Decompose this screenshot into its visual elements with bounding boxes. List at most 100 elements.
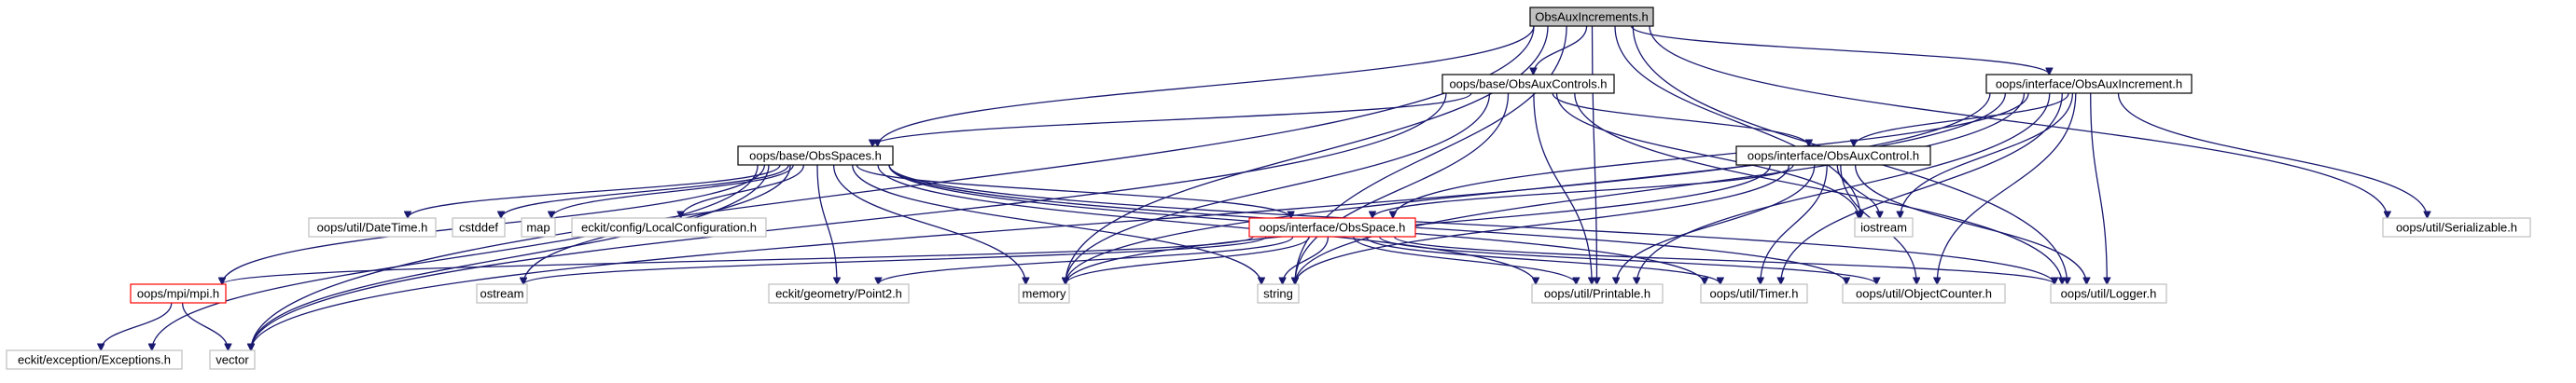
edge-iface_obsauxincrement-to-iface_obsauxcontrol [1854, 92, 2069, 146]
edge-obsauxcontrols-to-iface_obsauxcontrol [1552, 92, 1809, 146]
edge-iface_obsauxincrement-to-serializable [2117, 92, 2428, 218]
edge-iface_obsauxcontrol-to-memory [1065, 164, 1771, 284]
node-box-ostream [476, 283, 528, 304]
node-box-serializable [2382, 217, 2531, 238]
edge-iface_obsspace-to-timer [1365, 236, 1720, 284]
edge-obsspaces-to-iface_obsspace [856, 164, 1290, 218]
edge-root-to-printable [1591, 25, 1597, 284]
node-label-cstddef: cstddef [459, 221, 498, 235]
edge-iface_obsauxcontrol-to-string [1295, 164, 1790, 284]
node-memory: memory [1018, 283, 1070, 304]
node-label-string: string [1263, 287, 1293, 301]
edge-iface_obsauxincrement-to-string [1295, 92, 2026, 284]
edge-iface_obsspace-to-mpi [222, 236, 1254, 285]
node-label-datetime: oops/util/DateTime.h [317, 221, 428, 235]
node-iostream: iostream [1854, 217, 1914, 238]
edge-mpi-to-exceptions [101, 302, 173, 350]
edge-obsspaces-to-cstddef [501, 164, 789, 218]
edge-root-to-iface_obsauxincrement [1630, 25, 2050, 75]
edge-iface_obsauxcontrol-to-iface_obsspace [1372, 164, 1794, 218]
edge-obsauxcontrols-to-logger [1574, 92, 2062, 284]
node-label-objectcounter: oops/util/ObjectCounter.h [1856, 287, 1992, 301]
node-box-iostream [1854, 217, 1914, 238]
edge-root-to-serializable [1649, 25, 2388, 218]
node-timer: oops/util/Timer.h [1700, 283, 1808, 304]
node-box-obsauxcontrols [1441, 74, 1615, 94]
edge-iface_obsspace-to-ostream [523, 236, 1267, 285]
node-map: map [521, 217, 556, 238]
edge-obsspaces-to-string [852, 164, 1261, 284]
node-obsauxcontrols[interactable]: oops/base/ObsAuxControls.h [1441, 74, 1615, 94]
node-box-exceptions [6, 349, 183, 370]
node-exceptions: eckit/exception/Exceptions.h [6, 349, 183, 370]
node-label-serializable: oops/util/Serializable.h [2396, 221, 2517, 235]
node-iface_obsauxincrement[interactable]: oops/interface/ObsAuxIncrement.h [1985, 74, 2193, 94]
node-label-root: ObsAuxIncrements.h [1535, 10, 1648, 24]
edge-obsauxcontrols-to-printable [1533, 92, 1592, 284]
edge-obsauxcontrols-to-obsspaces [872, 92, 1472, 147]
node-label-exceptions: eckit/exception/Exceptions.h [18, 353, 171, 367]
edge-iface_obsspace-to-logger [1393, 236, 2054, 285]
edge-obsspaces-to-vector [251, 164, 770, 350]
node-box-datetime [308, 217, 437, 238]
node-box-printable [1531, 283, 1664, 304]
node-printable: oops/util/Printable.h [1531, 283, 1664, 304]
node-box-timer [1700, 283, 1808, 304]
edge-obsspaces-to-logger [888, 164, 2054, 284]
node-datetime: oops/util/DateTime.h [308, 217, 437, 238]
edge-iface_obsauxincrement-to-iostream [1901, 92, 2074, 218]
node-logger: oops/util/Logger.h [2050, 283, 2167, 304]
node-ostream: ostream [476, 283, 528, 304]
node-point2: eckit/geometry/Point2.h [768, 283, 910, 304]
edge-iface_obsauxincrement-to-logger [2090, 92, 2108, 284]
edge-iface_obsspace-to-point2 [878, 236, 1294, 285]
edge-obsauxcontrols-to-memory [1065, 92, 1491, 284]
node-objectcounter: oops/util/ObjectCounter.h [1842, 283, 2006, 304]
node-box-point2 [768, 283, 910, 304]
node-cstddef: cstddef [452, 217, 506, 238]
node-label-obsauxcontrols: oops/base/ObsAuxControls.h [1449, 77, 1607, 91]
node-label-point2: eckit/geometry/Point2.h [775, 287, 902, 301]
edge-obsspaces-to-printable [877, 164, 1536, 284]
node-mpi[interactable]: oops/mpi/mpi.h [130, 283, 227, 304]
node-box-obsspaces [737, 145, 894, 166]
edge-iface_obsspace-to-string [1283, 236, 1330, 284]
node-serializable: oops/util/Serializable.h [2382, 217, 2531, 238]
edge-mpi-to-vector [181, 302, 229, 350]
node-vector: vector [209, 349, 256, 370]
node-box-objectcounter [1842, 283, 2006, 304]
edge-obsspaces-to-point2 [816, 164, 837, 284]
node-label-iface_obsauxincrement: oops/interface/ObsAuxIncrement.h [1996, 77, 2182, 91]
edge-obsauxcontrols-to-vector [251, 92, 1447, 350]
edge-iface_obsauxcontrol-to-printable [1616, 164, 1816, 284]
node-label-obsspaces: oops/base/ObsSpaces.h [749, 149, 882, 163]
node-box-map [521, 217, 556, 238]
edge-root-to-obsspaces [878, 25, 1535, 146]
node-obsspaces[interactable]: oops/base/ObsSpaces.h [737, 145, 894, 166]
node-string: string [1257, 283, 1300, 304]
node-box-string [1257, 283, 1300, 304]
node-label-map: map [526, 221, 550, 235]
edge-obsauxcontrols-to-string [1295, 92, 1510, 284]
edge-iface_obsauxincrement-to-vector [251, 92, 1991, 350]
edge-obsspaces-to-exceptions [152, 164, 759, 350]
node-box-vector [209, 349, 256, 370]
edge-iface_obsauxincrement-to-iface_obsspace [1393, 92, 2029, 218]
node-box-memory [1018, 283, 1070, 304]
node-box-iface_obsspace [1248, 217, 1416, 238]
node-box-iface_obsauxcontrol [1735, 145, 1931, 166]
node-box-logger [2050, 283, 2167, 304]
edge-iface_obsspace-to-memory [1065, 236, 1310, 284]
edge-iface_obsauxcontrol-to-iostream [1836, 164, 1879, 218]
node-label-iostream: iostream [1860, 221, 1907, 235]
edge-iface_obsauxincrement-to-printable [1636, 92, 2051, 284]
node-iface_obsspace[interactable]: oops/interface/ObsSpace.h [1248, 217, 1416, 238]
edge-iface_obsauxincrement-to-objectcounter [1937, 92, 2077, 284]
node-root[interactable]: ObsAuxIncrements.h [1529, 7, 1654, 27]
edge-obsspaces-to-map [551, 164, 794, 218]
node-label-timer: oops/util/Timer.h [1710, 287, 1799, 301]
node-label-iface_obsspace: oops/interface/ObsSpace.h [1260, 221, 1406, 235]
node-iface_obsauxcontrol[interactable]: oops/interface/ObsAuxControl.h [1735, 145, 1931, 166]
edge-obsspaces-to-memory [832, 164, 1026, 284]
